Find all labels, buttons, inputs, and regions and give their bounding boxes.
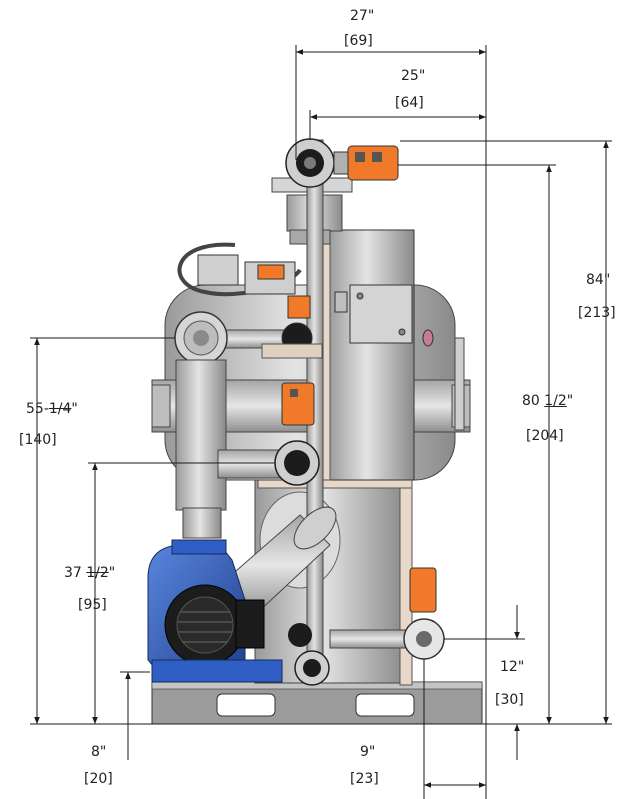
dim-top-flange-unit: " [566,393,574,409]
top-valve-actuator [333,145,399,181]
dim-top-flange-whole: 80 [522,393,545,409]
side-actuator [409,567,437,613]
pump-base [151,659,283,683]
dim-side-outlet-height-in: 12" [500,659,525,675]
forklift-slot-right [355,693,415,717]
inlet-riser [175,359,227,511]
dim-top-flange-fraction: 1/2 [544,393,567,409]
small-actuator [257,264,285,280]
dim-lower-flange-whole: 37 [64,565,87,581]
dim-top-flange-height-cm: [204] [526,428,564,444]
dim-overall-height-cm: [213] [578,305,616,321]
solenoid-block [197,254,239,286]
dim-frame-width-cm: [64] [395,95,424,111]
dim-outlet-offset-in: 9" [360,744,376,760]
dim-upper-flange-fraction: 1/4 [48,401,72,417]
dim-lower-flange-height-in: 37 1/2" [64,565,115,581]
dim-base-height-cm: [20] [84,771,113,787]
dim-lower-flange-fraction: 1/2 [86,565,109,581]
dim-upper-flange-unit: " [71,401,78,417]
dim-upper-flange-whole: 55- [26,401,49,417]
dim-lower-flange-height-cm: [95] [78,597,107,613]
dim-side-outlet-height-cm: [30] [495,692,524,708]
dim-outlet-offset-cm: [23] [350,771,379,787]
dim-overall-width-cm: [69] [344,33,373,49]
dimension-lines [30,45,612,799]
dim-frame-width-in: 25" [401,68,426,84]
dim-upper-flange-height-cm: [140] [19,432,57,448]
dim-base-height-in: 8" [91,744,107,760]
top-butterfly-valve [285,138,335,188]
dim-lower-flange-unit: " [108,565,116,581]
machine-assembly [147,138,483,725]
dim-top-flange-height-in: 80 1/2" [522,393,573,409]
electric-motor [164,584,265,666]
forklift-slot-left [216,693,276,717]
control-cabinet [327,229,415,481]
dim-overall-height-in: 84" [586,272,611,288]
dim-overall-width-in: 27" [350,8,375,24]
dim-upper-flange-height-in: 55-1/4" [26,401,78,417]
